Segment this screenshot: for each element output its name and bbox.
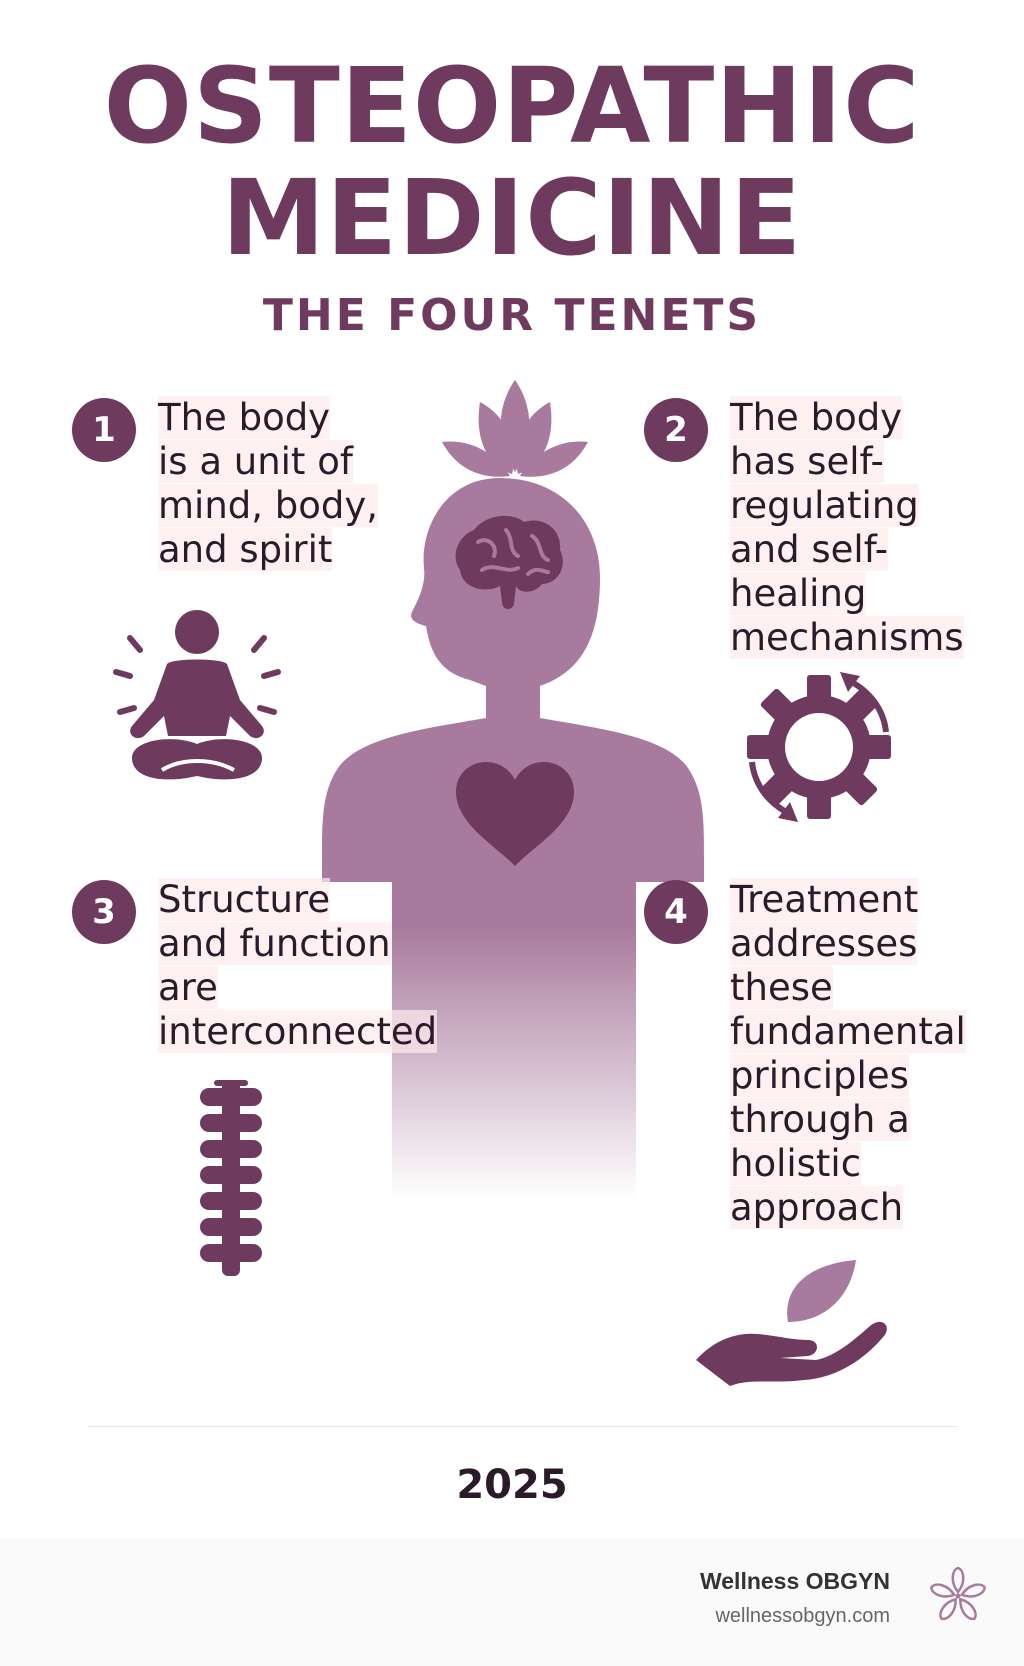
tenet-text-1: The body is a unit of mind, body, and sp… bbox=[158, 396, 379, 571]
heart-icon bbox=[456, 762, 574, 866]
tenet-text-4: Treatment addresses these fundamental pr… bbox=[730, 878, 966, 1229]
brand-name: Wellness OBGYN bbox=[699, 1568, 890, 1594]
hand-leaf-icon bbox=[696, 1260, 887, 1386]
flower-logo-icon bbox=[930, 1566, 986, 1621]
meditation-icon bbox=[113, 610, 281, 780]
tenet-number-3: 3 bbox=[72, 880, 136, 944]
gear-cycle-icon bbox=[747, 672, 891, 822]
tenet-number-2: 2 bbox=[644, 398, 708, 462]
year-label: 2025 bbox=[456, 1462, 568, 1508]
footer bbox=[0, 1538, 1024, 1666]
brand-url[interactable]: wellnessobgyn.com bbox=[715, 1605, 890, 1627]
brand-block: Wellness OBGYN wellnessobgyn.com bbox=[700, 1568, 890, 1628]
tenet-text-2: The body has self- regulating and self- … bbox=[730, 396, 964, 659]
lotus-icon bbox=[442, 380, 588, 477]
divider bbox=[88, 1426, 958, 1427]
brain-icon bbox=[455, 515, 563, 610]
tenet-number-4: 4 bbox=[644, 880, 708, 944]
title-line-2: MEDICINE bbox=[221, 157, 803, 279]
tenet-number-1: 1 bbox=[72, 398, 136, 462]
subtitle: THE FOUR TENETS bbox=[262, 290, 762, 341]
spine-icon bbox=[200, 1080, 262, 1276]
title-line-1: OSTEOPATHIC bbox=[103, 45, 921, 167]
tenet-text-3: Structure and function are interconnecte… bbox=[158, 878, 438, 1053]
